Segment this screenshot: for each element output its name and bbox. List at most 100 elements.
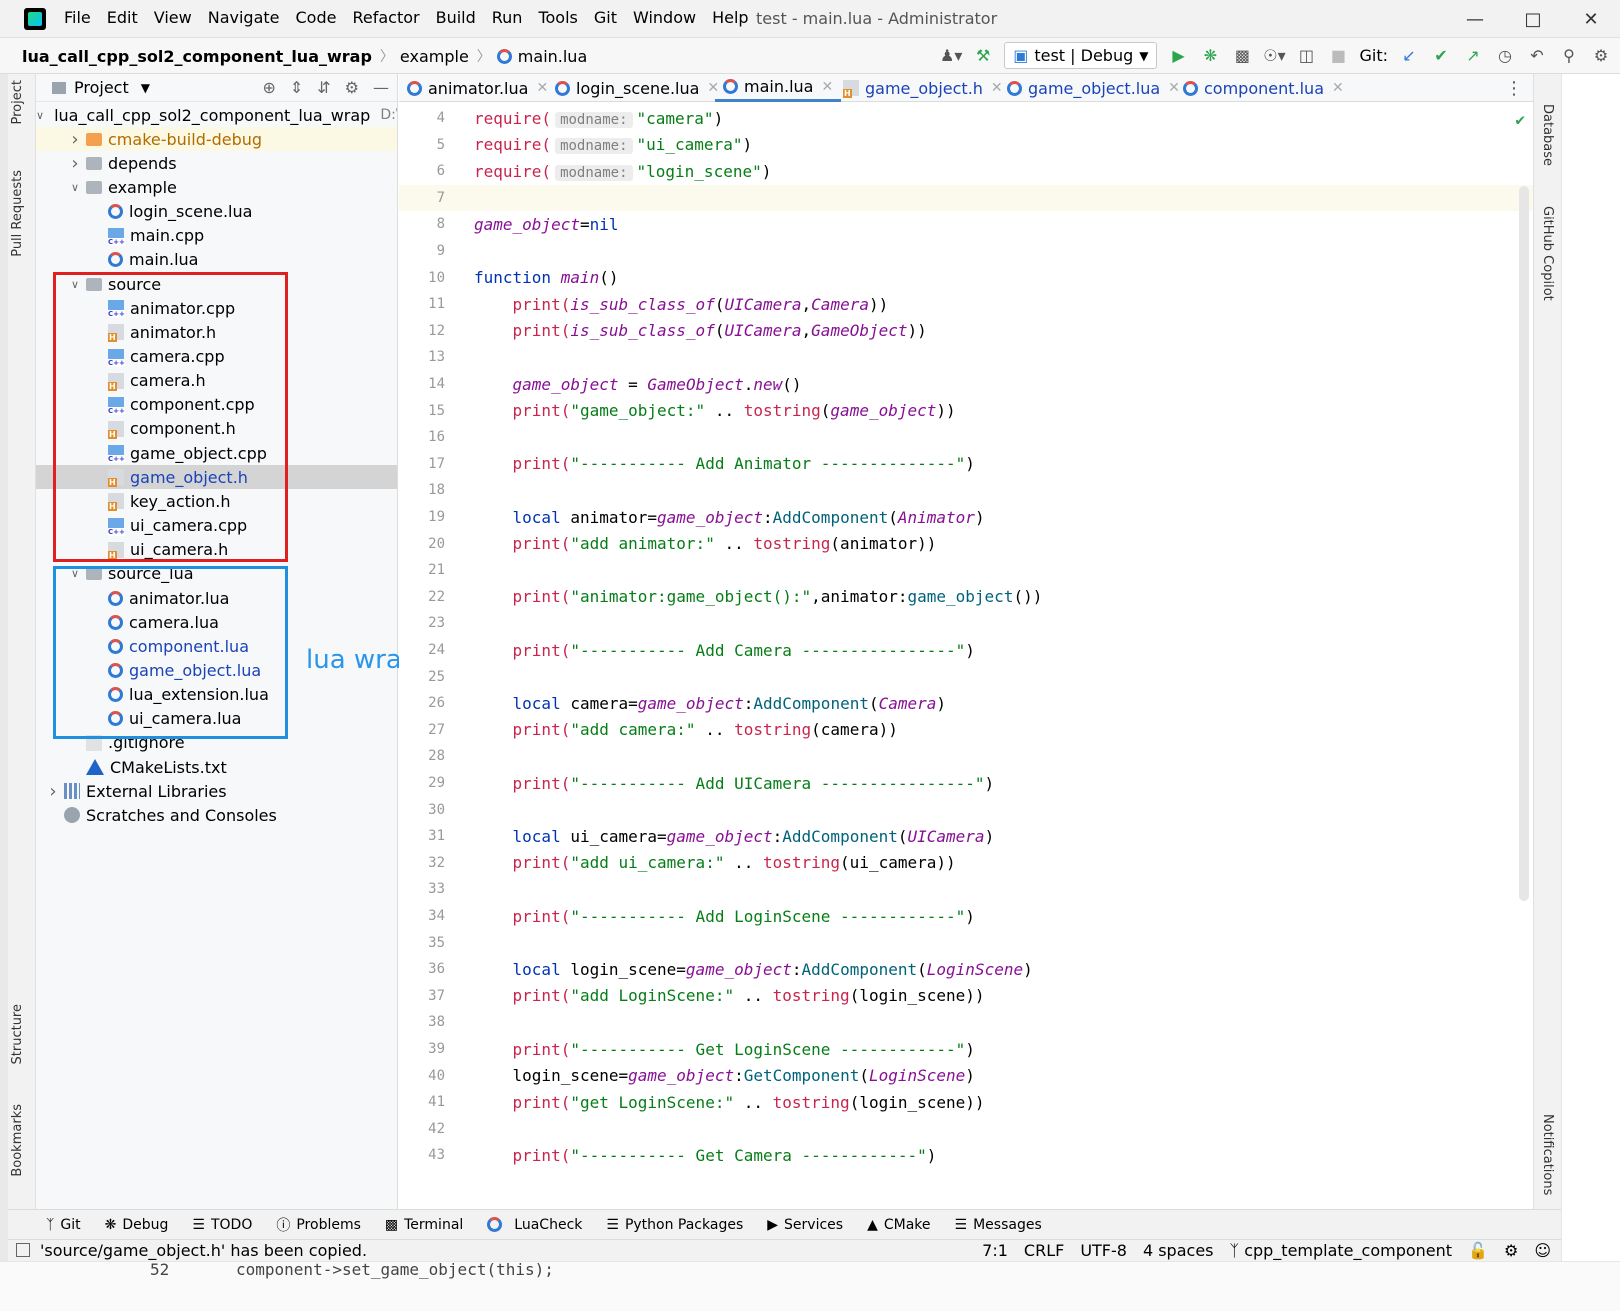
editor-tab[interactable]: main.lua✕ (715, 74, 842, 102)
editor-tab[interactable]: game_object.h✕ (835, 74, 1011, 102)
rollback-icon[interactable]: ↶ (1530, 46, 1544, 65)
tool-python-packages[interactable]: ☰Python Packages (606, 1217, 743, 1233)
chevron-down-icon[interactable]: ▼ (140, 80, 150, 95)
maximize-icon[interactable]: □ (1524, 8, 1542, 30)
editor-tab[interactable]: animator.lua✕ (399, 74, 556, 102)
tool-tab-database[interactable]: Database (1540, 104, 1555, 167)
indent-setting[interactable]: 4 spaces (1142, 1241, 1214, 1260)
close-tab-icon[interactable]: ✕ (1332, 80, 1344, 96)
close-tab-icon[interactable]: ✕ (1168, 80, 1180, 96)
menu-tools[interactable]: Tools (538, 8, 578, 27)
tree-item[interactable]: game_object.h (36, 465, 397, 490)
tree-item[interactable]: Scratches and Consoles (36, 803, 397, 827)
tool-debug[interactable]: ❋Debug (105, 1217, 169, 1233)
tree-item[interactable]: ›cmake-build-debug (36, 127, 397, 152)
user-icon[interactable]: ♟▾ (940, 46, 963, 65)
hide-panel-icon[interactable]: — (373, 78, 389, 97)
close-tab-icon[interactable]: ✕ (536, 80, 549, 96)
menu-help[interactable]: Help (712, 8, 749, 27)
tree-item[interactable]: lua_extension.lua (36, 683, 397, 707)
status-toggle-icon[interactable] (16, 1243, 30, 1257)
tree-item[interactable]: ui_camera.cpp (36, 514, 397, 538)
lock-icon[interactable]: 🔓 (1468, 1241, 1488, 1260)
tree-item[interactable]: animator.lua (36, 586, 397, 610)
menu-code[interactable]: Code (295, 8, 337, 27)
chevron-down-icon[interactable]: ∨ (70, 277, 80, 291)
close-tab-icon[interactable]: ✕ (990, 80, 1003, 96)
tool-terminal[interactable]: ▩Terminal (385, 1217, 463, 1233)
tree-item[interactable]: camera.h (36, 369, 397, 393)
copilot-icon[interactable]: ☺ (1534, 1241, 1551, 1260)
tree-item[interactable]: CMakeLists.txt (36, 755, 397, 779)
menu-run[interactable]: Run (491, 8, 523, 27)
minimize-icon[interactable]: — (1466, 8, 1484, 30)
inspection-ok-icon[interactable]: ✔ (1515, 110, 1525, 129)
tool-todo[interactable]: ☰TODO (192, 1217, 252, 1233)
build-hammer-icon[interactable]: ⚒ (976, 46, 991, 65)
git-branch[interactable]: ᛉ cpp_template_component (1230, 1241, 1453, 1260)
project-panel-title[interactable]: Project (74, 78, 129, 97)
tool-services[interactable]: ▶Services (767, 1217, 843, 1233)
breadcrumb-file[interactable]: main.lua (517, 46, 588, 66)
debug-bug-icon[interactable]: ❋ (1203, 46, 1218, 65)
close-tab-icon[interactable]: ✕ (821, 78, 834, 95)
tree-item[interactable]: ›depends (36, 151, 397, 175)
tree-item[interactable]: login_scene.lua (36, 200, 397, 224)
options-gear-icon[interactable]: ⚙ (344, 78, 359, 97)
tree-item[interactable]: ui_camera.lua (36, 707, 397, 731)
chevron-down-icon[interactable]: ∨ (70, 180, 80, 194)
tool-luacheck[interactable]: LuaCheck (487, 1217, 582, 1233)
chevron-right-icon[interactable]: › (71, 152, 79, 174)
menu-window[interactable]: Window (633, 8, 697, 27)
git-commit-icon[interactable]: ✔ (1434, 46, 1448, 65)
tree-item[interactable]: component.cpp (36, 393, 397, 417)
close-tab-icon[interactable]: ✕ (707, 80, 720, 96)
tree-item[interactable]: ∨source_lua (36, 562, 397, 586)
chevron-right-icon[interactable]: › (49, 780, 57, 802)
breadcrumb-project[interactable]: lua_call_cpp_sol2_component_lua_wrap (22, 46, 372, 66)
tool-tab-project[interactable]: Project (10, 80, 25, 125)
collapse-all-icon[interactable]: ⇵ (317, 78, 331, 97)
locate-file-icon[interactable]: ⊕ (262, 78, 276, 97)
chevron-down-icon[interactable]: ∨ (70, 567, 80, 581)
menu-build[interactable]: Build (435, 8, 476, 27)
history-icon[interactable]: ◷ (1498, 46, 1512, 65)
expand-all-icon[interactable]: ⇕ (289, 78, 304, 97)
coverage-icon[interactable]: ▩ (1234, 46, 1251, 65)
editor-tab[interactable]: login_scene.lua✕ (547, 74, 727, 102)
tree-item[interactable]: main.cpp (36, 224, 397, 248)
editor-tab[interactable]: game_object.lua✕ (999, 74, 1188, 102)
tree-item[interactable]: component.lua (36, 634, 397, 658)
profile-icon[interactable]: ☉▾ (1263, 46, 1286, 65)
tool-tab-bookmarks[interactable]: Bookmarks (10, 1104, 25, 1177)
tree-item[interactable]: game_object.cpp (36, 441, 397, 465)
tool-tab-github-copilot[interactable]: GitHub Copilot (1540, 206, 1555, 301)
caret-position[interactable]: 7:1 (982, 1241, 1008, 1260)
tree-item[interactable]: ›External Libraries (36, 779, 397, 803)
chevron-down-icon[interactable]: ∨ (36, 108, 45, 122)
search-icon[interactable]: ⚲ (1563, 46, 1575, 65)
attach-icon[interactable]: ◫ (1298, 46, 1315, 65)
tool-tab-pull-requests[interactable]: Pull Requests (10, 170, 25, 257)
chevron-right-icon[interactable]: › (71, 128, 79, 150)
close-icon[interactable]: ✕ (1583, 8, 1599, 30)
menu-git[interactable]: Git (593, 8, 617, 27)
tree-item[interactable]: ui_camera.h (36, 538, 397, 562)
tree-item[interactable]: game_object.lua (36, 658, 397, 682)
tree-item[interactable]: camera.cpp (36, 345, 397, 369)
tree-item[interactable]: main.lua (36, 248, 397, 272)
menu-edit[interactable]: Edit (106, 8, 138, 27)
tool-messages[interactable]: ☰Messages (955, 1217, 1042, 1233)
menu-file[interactable]: File (64, 8, 91, 27)
tool-tab-structure[interactable]: Structure (10, 1004, 25, 1065)
tree-item[interactable]: camera.lua (36, 610, 397, 634)
tree-item[interactable]: ∨source (36, 272, 397, 296)
file-encoding[interactable]: UTF-8 (1080, 1241, 1127, 1260)
tree-item[interactable]: ∨example (36, 175, 397, 199)
breadcrumb-folder[interactable]: example (399, 46, 469, 66)
editor-tab[interactable]: component.lua✕ (1175, 74, 1352, 102)
tree-item[interactable]: animator.cpp (36, 296, 397, 320)
